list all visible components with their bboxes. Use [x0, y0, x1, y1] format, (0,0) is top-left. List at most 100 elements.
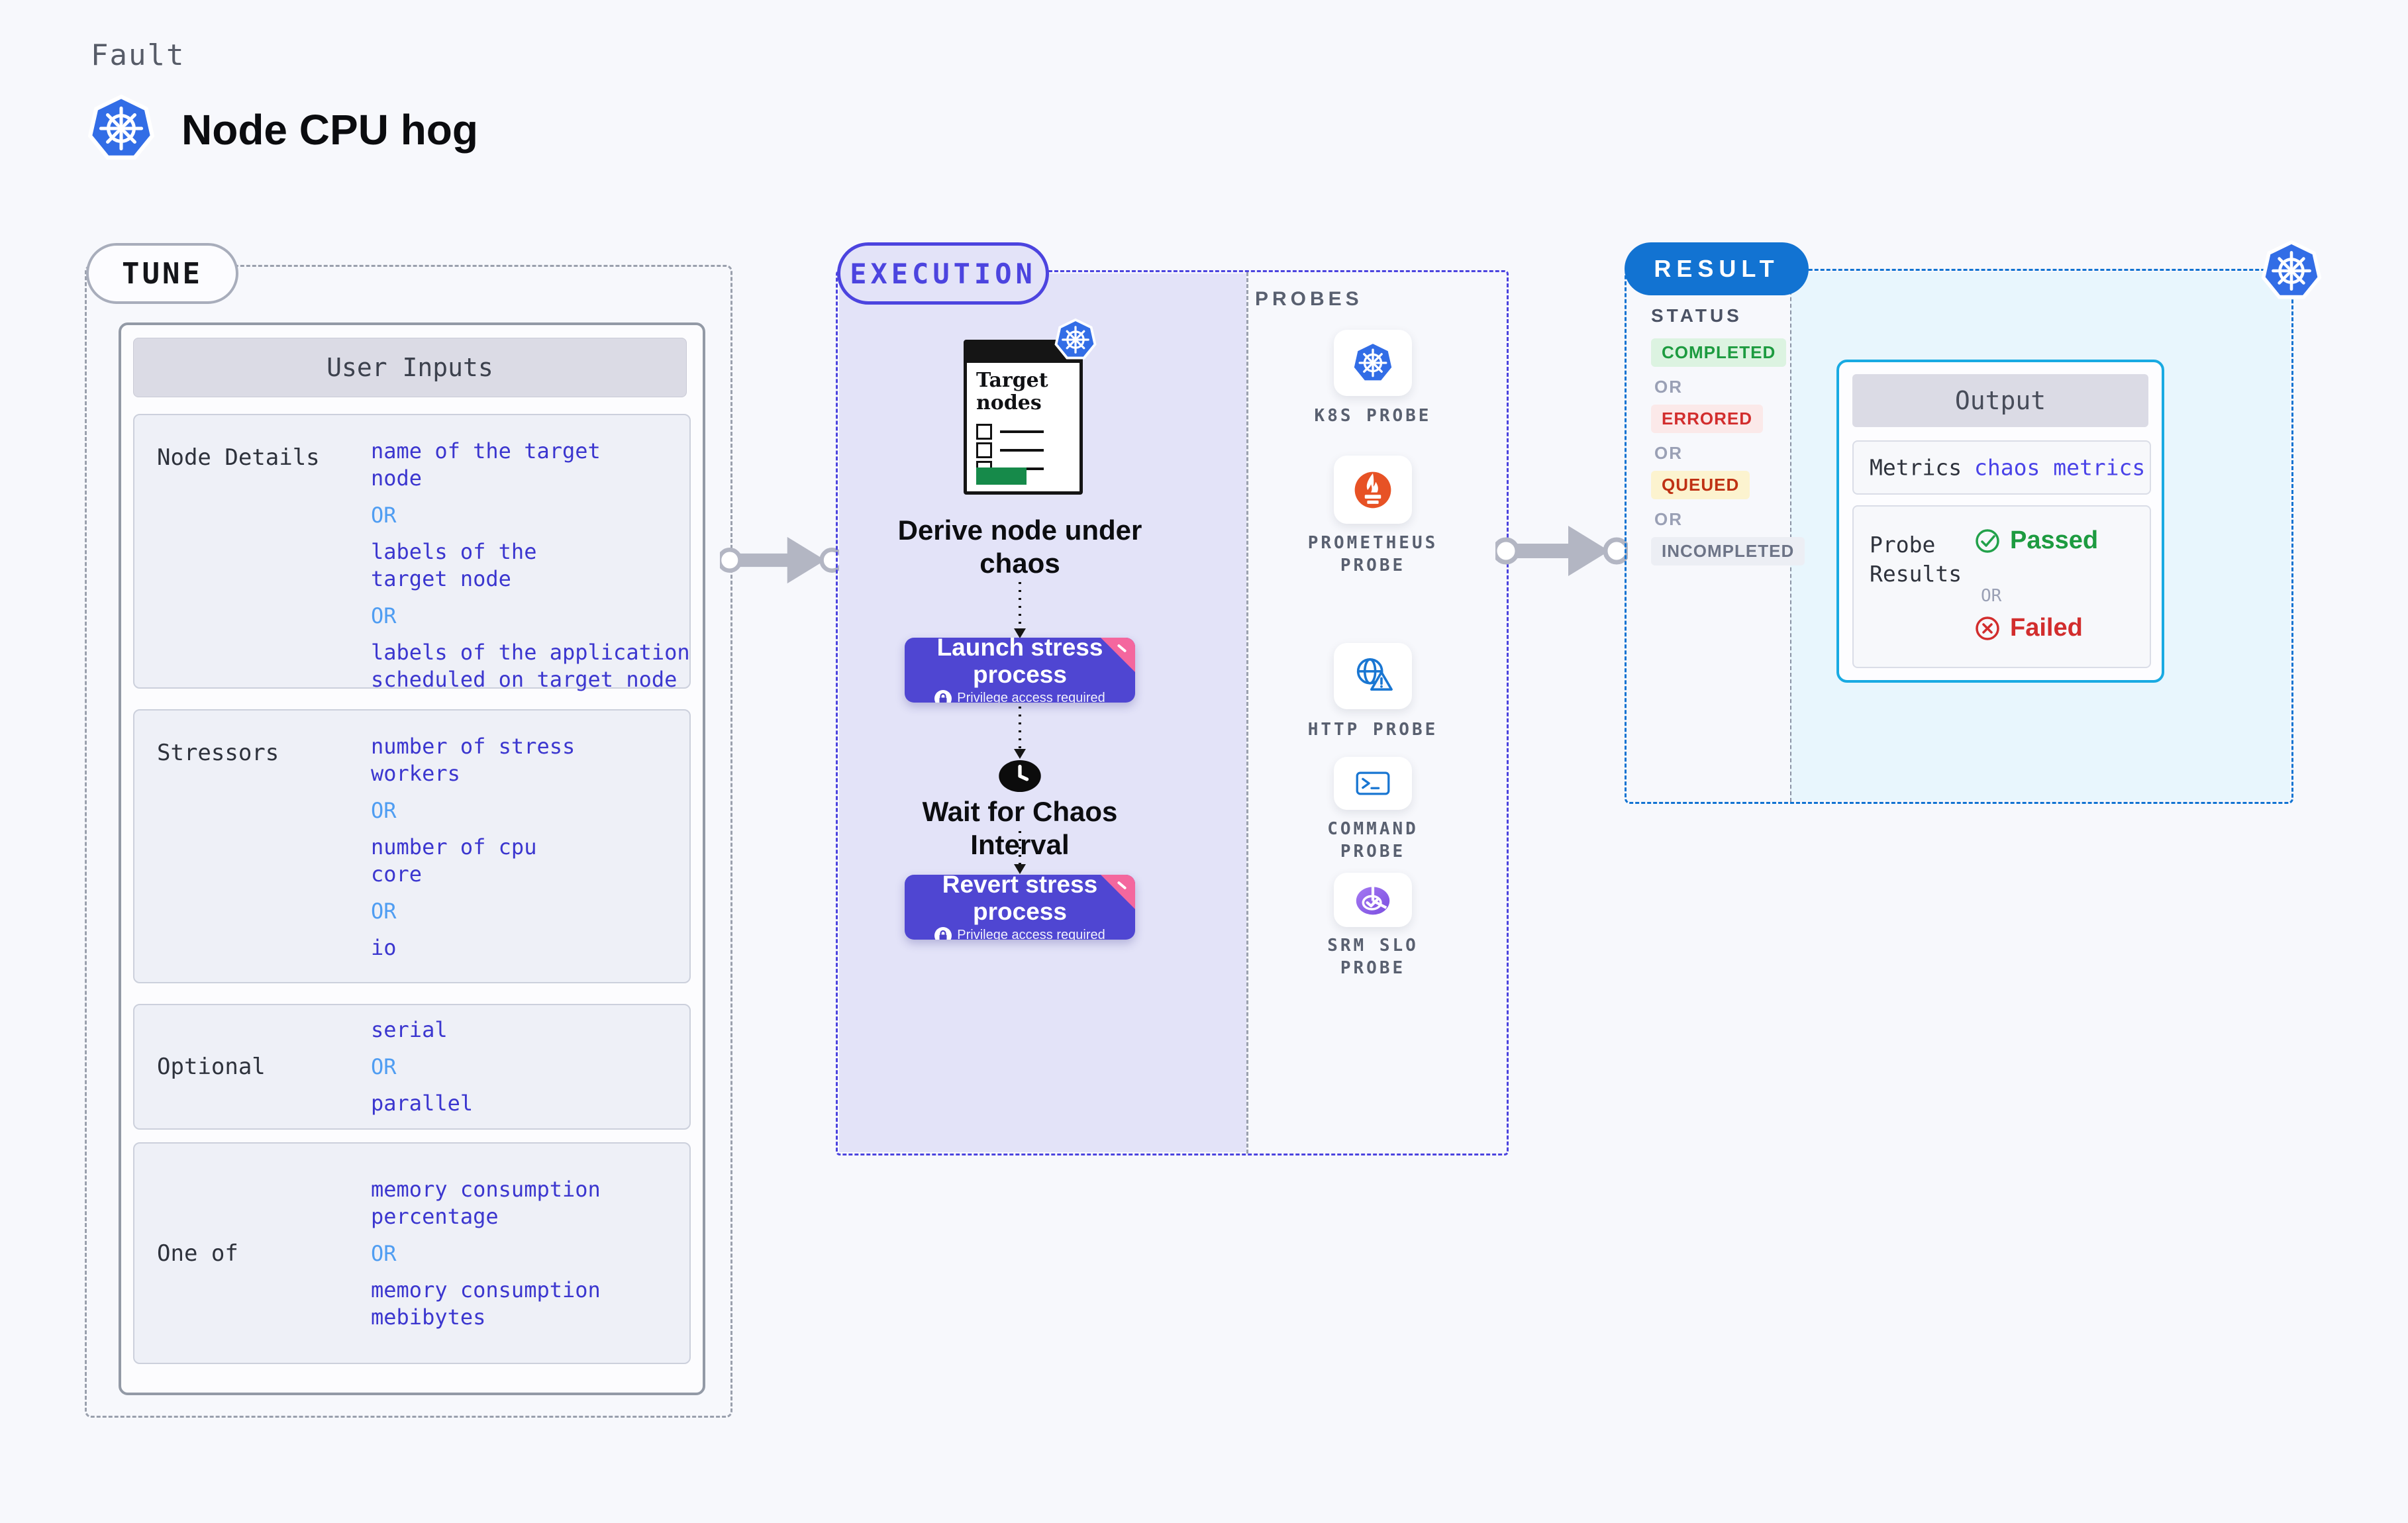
- step-title: Revert stress process: [942, 875, 1098, 925]
- target-nodes-title: Target nodes: [976, 369, 1048, 415]
- line-placeholder: [1000, 449, 1044, 452]
- probes-title: PROBES: [1255, 288, 1363, 310]
- execution-badge: EXECUTION: [837, 242, 1049, 305]
- table-row-optional: Optional serial OR parallel: [133, 1004, 691, 1130]
- lock-icon: [934, 690, 952, 703]
- probe-label: HTTP PROBE: [1307, 720, 1438, 740]
- derive-node-step-label: Derive node under chaos: [897, 515, 1142, 579]
- page-title: Node CPU hog: [181, 106, 478, 154]
- table-row-node-details: Node Details name of the target node OR …: [133, 414, 691, 692]
- or-separator: OR: [371, 899, 397, 924]
- prometheus-icon: [1349, 466, 1397, 514]
- status-badge-queued: QUEUED: [1651, 471, 1750, 499]
- node-checkbox-row: [976, 442, 1044, 458]
- output-header: Output: [1852, 374, 2148, 427]
- chaos-ribbon-icon: [1101, 875, 1135, 909]
- row-option: io: [371, 935, 397, 960]
- revert-stress-process-step: Revert stress process Privilege access r…: [905, 875, 1135, 940]
- kubernetes-icon: [1054, 318, 1097, 362]
- srm-slo-icon: [1350, 877, 1396, 923]
- node-checkbox-row: [976, 424, 1044, 440]
- or-separator: OR: [371, 503, 397, 528]
- probe-label: K8S PROBE: [1314, 406, 1432, 426]
- row-label: One of: [157, 1240, 238, 1267]
- chaos-ribbon-icon: [1101, 638, 1135, 672]
- output-card: Output Metrics chaos metrics Probe Resul…: [1836, 360, 2164, 683]
- flow-arrow-icon: [720, 526, 842, 594]
- launch-stress-process-step: Launch stress process Privilege access r…: [905, 638, 1135, 703]
- status-divider: [1790, 271, 1791, 802]
- or-separator: OR: [371, 798, 397, 823]
- row-option: memory consumption percentage: [371, 1176, 601, 1229]
- metrics-value: chaos metrics: [1974, 454, 2146, 481]
- flow-arrow-icon: [1495, 517, 1628, 585]
- command-probe-card: [1334, 757, 1412, 810]
- probe-results-row: Probe Results Passed OR Failed: [1852, 505, 2151, 668]
- row-option: labels of the application scheduled on t…: [371, 640, 690, 692]
- command-icon: [1351, 762, 1395, 805]
- srm-slo-probe-card: [1334, 873, 1412, 927]
- metrics-label: Metrics: [1870, 454, 1962, 481]
- or-separator: OR: [371, 1240, 397, 1266]
- or-separator: OR: [1654, 443, 1683, 463]
- probes-divider: [1246, 272, 1248, 1154]
- tune-badge: TUNE: [86, 243, 238, 304]
- fault-kicker: Fault: [91, 38, 185, 72]
- result-section-box: STATUS COMPLETED OR ERRORED OR QUEUED OR…: [1625, 269, 2293, 804]
- probe-label: PROMETHEUS PROBE: [1307, 533, 1438, 575]
- line-placeholder: [1000, 430, 1044, 433]
- kubernetes-icon: [1351, 341, 1395, 385]
- metrics-row: Metrics chaos metrics: [1852, 440, 2151, 495]
- result-badge: RESULT: [1625, 242, 1809, 295]
- table-row-one-of: One of memory consumption percentage OR …: [133, 1142, 691, 1364]
- status-title: STATUS: [1651, 305, 1742, 326]
- row-label: Stressors: [157, 740, 279, 766]
- k8s-probe-card: [1334, 330, 1412, 396]
- privilege-note: Privilege access required: [957, 691, 1105, 703]
- or-separator: OR: [371, 603, 397, 628]
- prometheus-probe-card: [1334, 456, 1412, 524]
- row-option: name of the target node: [371, 438, 601, 491]
- passed-label: Passed: [2010, 526, 2099, 554]
- user-inputs-header: User Inputs: [133, 338, 687, 397]
- row-option: number of stress workers: [371, 734, 576, 786]
- row-option: memory consumption mebibytes: [371, 1277, 601, 1330]
- green-button-placeholder: [976, 467, 1027, 485]
- or-separator: OR: [1981, 586, 2002, 606]
- x-circle-icon: [1974, 615, 2001, 642]
- status-badge-errored: ERRORED: [1651, 405, 1764, 433]
- dotted-arrow-icon: [1014, 582, 1026, 638]
- row-option: parallel: [371, 1091, 474, 1116]
- check-circle-icon: [1974, 528, 2001, 554]
- step-title: Launch stress process: [936, 638, 1103, 688]
- tune-section-box: [85, 265, 732, 1418]
- row-label: Optional: [157, 1054, 266, 1080]
- row-option: serial: [371, 1017, 448, 1042]
- probe-results-label: Probe Results: [1870, 532, 1962, 587]
- or-separator: OR: [371, 1054, 397, 1079]
- or-separator: OR: [1654, 509, 1683, 529]
- row-option: labels of the target node: [371, 539, 537, 591]
- kubernetes-logo-icon: [87, 94, 155, 163]
- probe-label: SRM SLO PROBE: [1327, 936, 1419, 978]
- status-badge-incompleted: INCOMPLETED: [1651, 537, 1805, 565]
- table-row-stressors: Stressors number of stress workers OR nu…: [133, 709, 691, 983]
- user-inputs-card: User Inputs Node Details name of the tar…: [119, 322, 705, 1395]
- dotted-arrow-icon: [1014, 707, 1026, 759]
- privilege-note: Privilege access required: [957, 928, 1105, 940]
- http-icon: [1349, 652, 1397, 700]
- or-separator: OR: [1654, 377, 1683, 397]
- checkbox-icon: [976, 424, 992, 440]
- kubernetes-icon: [2261, 240, 2322, 302]
- failed-label: Failed: [2010, 614, 2083, 642]
- clock-icon: [998, 760, 1042, 793]
- checkbox-icon: [976, 442, 992, 458]
- target-nodes-card: Target nodes: [964, 340, 1083, 495]
- row-label: Node Details: [157, 444, 320, 471]
- lock-icon: [934, 927, 952, 940]
- status-badge-completed: COMPLETED: [1651, 338, 1787, 367]
- dotted-arrow-icon: [1014, 831, 1026, 874]
- probe-label: COMMAND PROBE: [1327, 819, 1419, 861]
- execution-section-box: Target nodes Derive node under chaos Lau…: [836, 270, 1509, 1155]
